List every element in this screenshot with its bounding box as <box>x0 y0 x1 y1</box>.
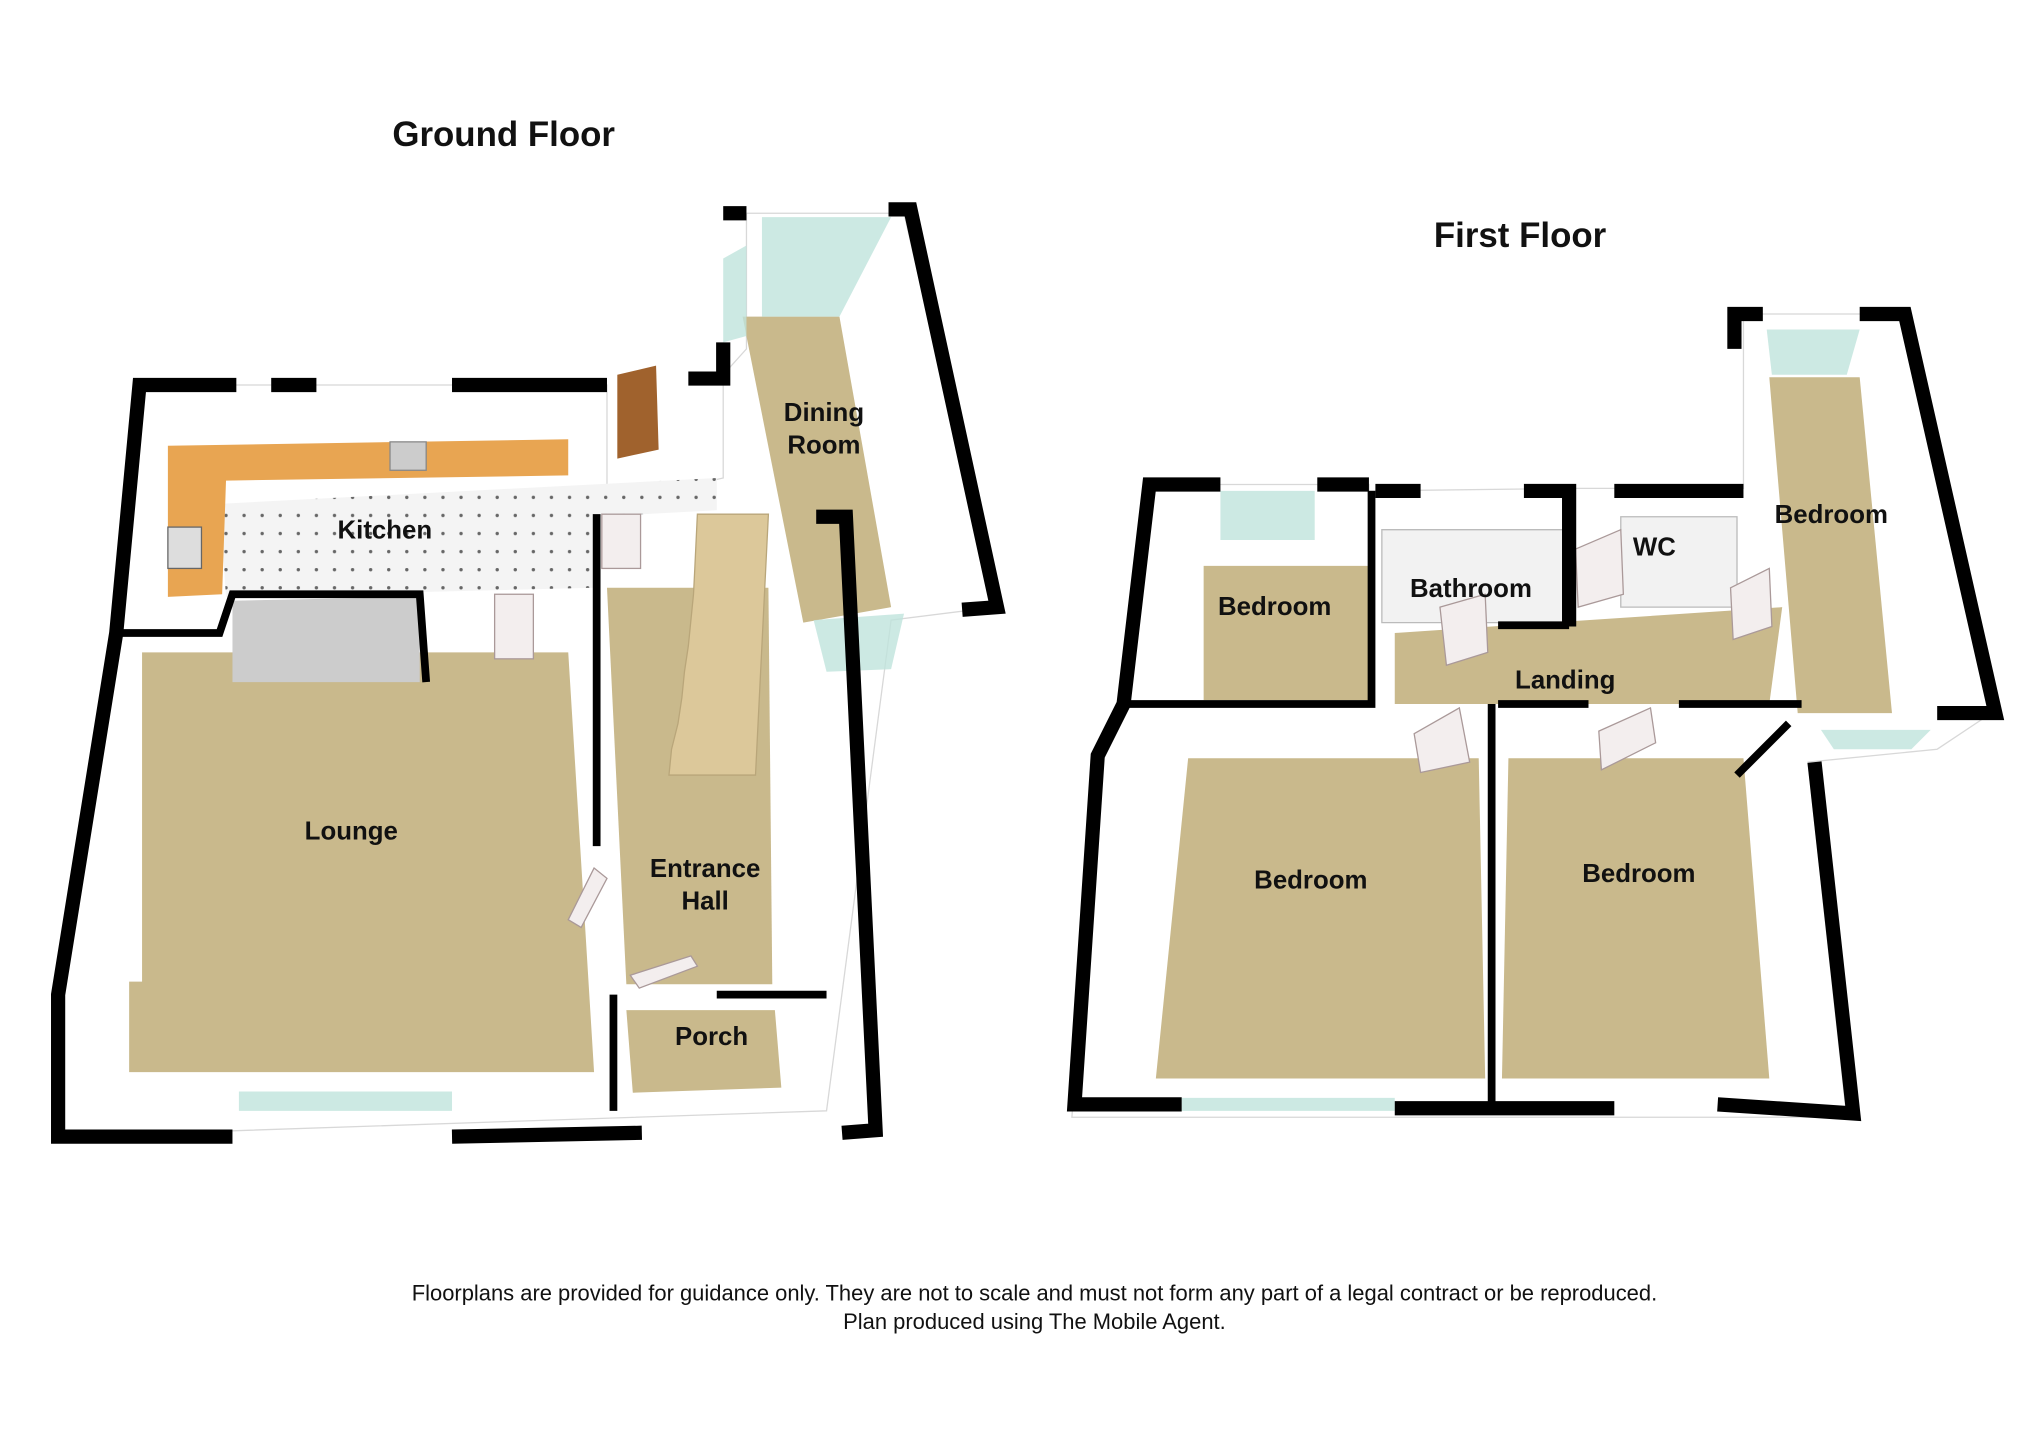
room-label-landing: Landing <box>1515 667 1615 695</box>
wall <box>688 342 731 386</box>
window <box>1766 329 1860 375</box>
wall <box>1727 306 1763 349</box>
landing-floor <box>1394 607 1783 705</box>
hob-icon <box>167 526 203 570</box>
door[interactable] <box>1413 706 1471 774</box>
door[interactable] <box>567 867 608 929</box>
staircase <box>668 513 770 776</box>
window <box>1220 490 1315 541</box>
first-floor-plan <box>1066 306 2005 1122</box>
wall <box>1066 477 1221 1112</box>
wall <box>51 377 237 1144</box>
wall <box>1717 761 1862 1122</box>
back-door[interactable] <box>617 365 659 459</box>
door[interactable] <box>601 513 642 570</box>
wall <box>1123 490 1376 708</box>
window <box>723 245 747 343</box>
room-label-bedroom: Bedroom <box>1218 593 1331 621</box>
room-label-entrance: Entrance <box>650 855 760 883</box>
door[interactable] <box>1729 567 1773 641</box>
kitchen-units <box>167 439 569 597</box>
door[interactable] <box>1598 706 1657 771</box>
wall <box>1859 306 2005 721</box>
room-label-hall: Hall <box>681 887 728 915</box>
room-label-bedroom: Bedroom <box>1775 501 1888 529</box>
room-label-kitchen: Kitchen <box>338 517 433 545</box>
kitchen-floor <box>219 478 717 597</box>
credit-text: Plan produced using The Mobile Agent. <box>843 1309 1226 1334</box>
porch-floor <box>626 1010 782 1093</box>
bedroom-right-floor <box>1769 377 1892 714</box>
first-floor-title: First Floor <box>1434 216 1607 255</box>
room-label-lounge: Lounge <box>305 818 398 846</box>
disclaimer-text: Floorplans are provided for guidance onl… <box>412 1281 1657 1306</box>
window <box>1181 1097 1395 1111</box>
room-label-dining-2: Room <box>787 431 860 459</box>
bedroom-front-left-floor <box>1155 758 1486 1079</box>
bedroom-top-left-floor <box>1203 565 1369 701</box>
lounge-floor <box>129 652 595 1073</box>
ground-floor-plan <box>51 202 1006 1144</box>
room-label-porch: Porch <box>675 1023 748 1051</box>
door[interactable] <box>1439 593 1489 667</box>
window <box>1820 729 1931 750</box>
room-label-bathroom: Bathroom <box>1410 575 1532 603</box>
door[interactable] <box>493 593 535 660</box>
room-label-bedroom: Bedroom <box>1254 867 1367 895</box>
door[interactable] <box>1574 528 1625 609</box>
wall <box>451 1125 642 1144</box>
bedroom-front-right-floor <box>1501 758 1770 1079</box>
ground-floor-title: Ground Floor <box>392 115 615 154</box>
wall <box>816 509 884 1140</box>
wall <box>1734 720 1792 778</box>
room-label-dining: Dining <box>784 399 864 427</box>
room-label-bedroom: Bedroom <box>1582 860 1695 888</box>
window <box>238 1091 453 1111</box>
room-label-wc: WC <box>1633 534 1676 562</box>
wall <box>1523 483 1577 627</box>
sink-icon <box>389 441 427 471</box>
door[interactable] <box>629 955 699 989</box>
wall <box>888 202 1006 617</box>
wc-floor <box>1620 516 1738 608</box>
window <box>761 217 892 317</box>
wall <box>118 590 431 683</box>
fireplace <box>232 596 420 683</box>
